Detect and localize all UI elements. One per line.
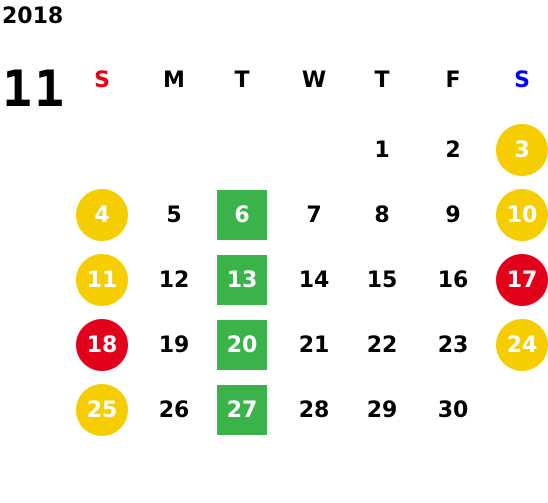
day-number: 23 <box>437 332 469 358</box>
day-cell[interactable]: 18 <box>67 313 137 377</box>
day-cell[interactable]: 27 <box>207 378 277 442</box>
weekday-header-thu: T <box>374 67 390 93</box>
day-cell[interactable]: 6 <box>207 183 277 247</box>
year-label: 2018 <box>2 4 64 29</box>
day-cell[interactable]: 14 <box>279 248 349 312</box>
day-cell[interactable]: 10 <box>487 183 548 247</box>
day-number: 14 <box>298 267 330 293</box>
day-number: 9 <box>445 202 461 228</box>
day-cell[interactable]: 26 <box>139 378 209 442</box>
day-number: 1 <box>374 137 390 163</box>
day-cell[interactable]: 16 <box>418 248 488 312</box>
day-cell[interactable]: 2 <box>418 118 488 182</box>
weekend-day-circle: 4 <box>76 189 128 241</box>
day-cell[interactable]: 15 <box>347 248 417 312</box>
day-number: 12 <box>158 267 190 293</box>
day-cell[interactable]: 23 <box>418 313 488 377</box>
day-number: 21 <box>298 332 330 358</box>
highlighted-day-square: 13 <box>217 255 267 305</box>
weekend-day-circle: 24 <box>496 319 548 371</box>
weekend-day-circle: 3 <box>496 124 548 176</box>
day-cell[interactable]: 7 <box>279 183 349 247</box>
weekday-header-tue: T <box>234 67 250 93</box>
day-number: 29 <box>366 397 398 423</box>
highlighted-day-square: 27 <box>217 385 267 435</box>
day-number: 2 <box>445 137 461 163</box>
day-number: 28 <box>298 397 330 423</box>
day-number: 22 <box>366 332 398 358</box>
day-cell[interactable]: 3 <box>487 118 548 182</box>
day-cell[interactable]: 29 <box>347 378 417 442</box>
day-number: 30 <box>437 397 469 423</box>
day-cell[interactable]: 4 <box>67 183 137 247</box>
day-cell[interactable]: 1 <box>347 118 417 182</box>
day-cell[interactable]: 5 <box>139 183 209 247</box>
day-cell[interactable]: 9 <box>418 183 488 247</box>
day-cell[interactable]: 30 <box>418 378 488 442</box>
day-cell[interactable]: 25 <box>67 378 137 442</box>
weekend-day-circle: 11 <box>76 254 128 306</box>
day-cell[interactable]: 17 <box>487 248 548 312</box>
day-cell[interactable]: 21 <box>279 313 349 377</box>
month-number: 11 <box>2 60 67 118</box>
weekday-header-mon: M <box>163 67 185 93</box>
day-cell[interactable]: 20 <box>207 313 277 377</box>
weekday-header-wed: W <box>301 67 327 93</box>
day-cell[interactable]: 24 <box>487 313 548 377</box>
weekday-header-sun: S <box>94 67 110 93</box>
day-number: 8 <box>374 202 390 228</box>
day-number: 7 <box>306 202 322 228</box>
day-number: 19 <box>158 332 190 358</box>
day-cell[interactable]: 8 <box>347 183 417 247</box>
day-cell[interactable]: 13 <box>207 248 277 312</box>
day-cell[interactable]: 11 <box>67 248 137 312</box>
highlighted-day-square: 20 <box>217 320 267 370</box>
highlighted-day-square: 6 <box>217 190 267 240</box>
holiday-day-circle: 18 <box>76 319 128 371</box>
day-number: 15 <box>366 267 398 293</box>
day-cell[interactable]: 22 <box>347 313 417 377</box>
day-cell[interactable]: 12 <box>139 248 209 312</box>
day-cell[interactable]: 19 <box>139 313 209 377</box>
weekend-day-circle: 25 <box>76 384 128 436</box>
day-number: 26 <box>158 397 190 423</box>
weekday-header-fri: F <box>445 67 461 93</box>
weekday-header-sat: S <box>514 67 530 93</box>
day-number: 16 <box>437 267 469 293</box>
day-cell[interactable]: 28 <box>279 378 349 442</box>
holiday-day-circle: 17 <box>496 254 548 306</box>
weekend-day-circle: 10 <box>496 189 548 241</box>
day-number: 5 <box>166 202 182 228</box>
